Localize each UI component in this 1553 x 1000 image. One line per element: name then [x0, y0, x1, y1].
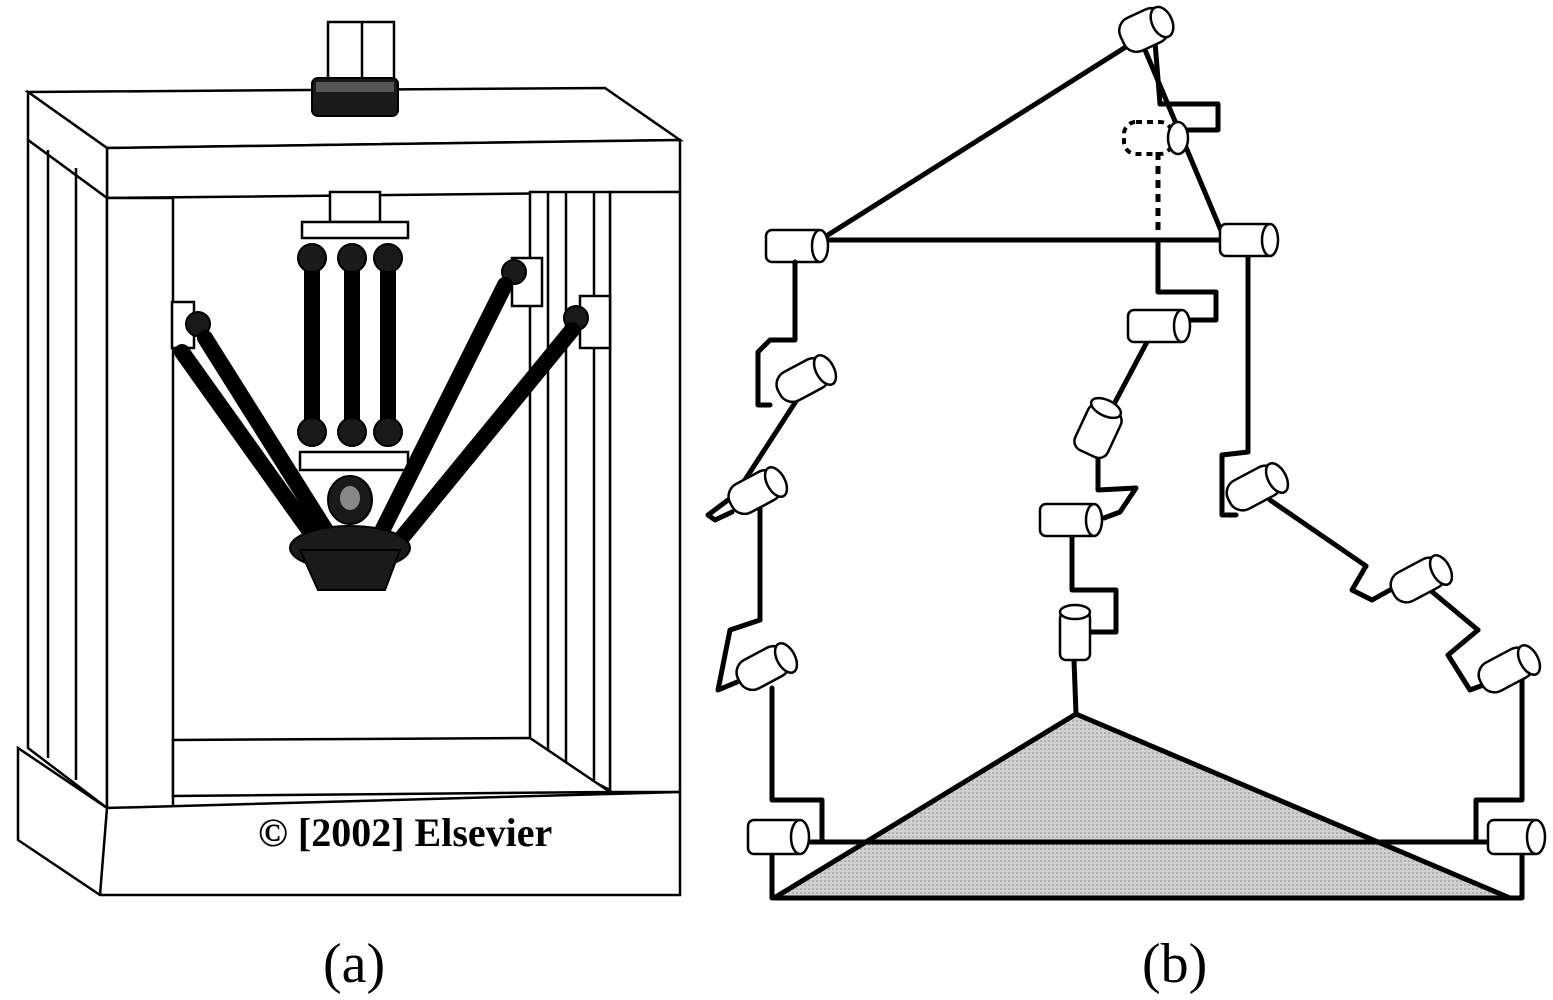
- joint-cylinder-icon: [775, 354, 838, 404]
- joint-cylinder-icon: [735, 642, 799, 692]
- joint-cylinder-icon: [764, 228, 830, 264]
- joint-cylinder-icon: [1389, 554, 1454, 604]
- frame-top-beam: [24, 86, 684, 201]
- joint-cylinder-icon: [1038, 502, 1104, 538]
- joint-cylinder-icon: [1126, 308, 1192, 344]
- joint-cylinder-icon: [1218, 222, 1280, 258]
- frame-base: [16, 736, 682, 897]
- joint-cylinder-icon: [1225, 462, 1290, 512]
- left-leg-chain: [705, 259, 838, 901]
- right-leg-chain: [1219, 255, 1547, 901]
- robot-legs: [170, 256, 612, 548]
- joint-cylinder-icon: [746, 818, 811, 856]
- frame-left-pillar: [26, 137, 175, 811]
- joint-cylinder-icon: [1073, 396, 1123, 460]
- joint-cylinder-icon: [1477, 644, 1542, 694]
- top-joints: [764, 5, 1280, 264]
- copyright-text: © [2002] Elsevier: [258, 810, 552, 855]
- joint-cylinder-icon: [727, 466, 789, 516]
- motor-icon: [311, 20, 399, 117]
- end-effector: [289, 475, 411, 591]
- central-shaft: [297, 190, 410, 472]
- joint-cylinder-icon: [1058, 603, 1092, 662]
- caption-a: (a): [323, 933, 385, 995]
- panel-a-delta-robot: © [2002] Elsevier (a): [16, 20, 684, 995]
- moving-platform: [771, 711, 1513, 901]
- caption-b: (b): [1142, 933, 1207, 995]
- frame-right-pillar: [528, 190, 682, 794]
- top-triangle: [817, 35, 1228, 243]
- joint-cylinder-icon: [1117, 5, 1175, 54]
- joint-cylinder-icon: [1486, 818, 1547, 856]
- joint-cylinder-dashed-icon: [1122, 120, 1190, 156]
- panel-b-kinematic-schematic: (b): [705, 5, 1547, 995]
- middle-leg-chain: [1038, 239, 1219, 717]
